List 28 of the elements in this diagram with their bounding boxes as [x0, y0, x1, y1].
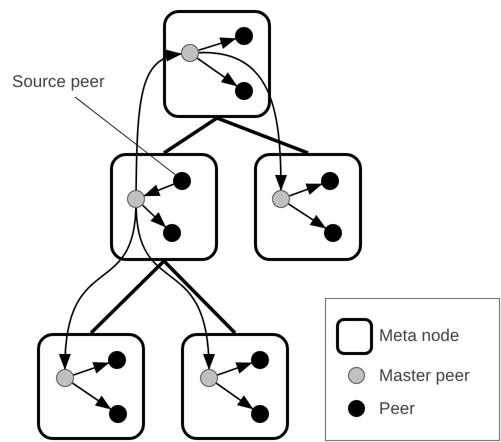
arrow [135, 208, 214, 370]
arrow [73, 362, 110, 376]
arrow [142, 204, 166, 228]
meta-node-box [254, 153, 362, 261]
arrow [217, 362, 252, 376]
leader-line [74, 96, 176, 176]
meta-node-box [37, 333, 145, 440]
arrow [216, 382, 254, 410]
arrow [198, 37, 236, 52]
meta-node-box [110, 153, 218, 261]
legend-label: Peer [379, 398, 415, 420]
arrow [72, 382, 112, 410]
callout-label: Source peer [12, 72, 105, 91]
connector-line [163, 116, 218, 154]
arrow [196, 58, 238, 86]
connector-line [162, 260, 236, 334]
arrow [289, 183, 322, 197]
arrow [135, 50, 182, 190]
connector-line [216, 116, 309, 155]
arrow [288, 203, 326, 229]
legend-label: Meta node [379, 325, 460, 348]
arrow [143, 184, 174, 196]
arrow [60, 208, 137, 370]
meta-node-box [181, 333, 289, 440]
connector-line [90, 260, 166, 334]
meta-node-box [163, 10, 271, 118]
arrow [198, 52, 287, 191]
legend-label: Master peer [379, 364, 470, 386]
